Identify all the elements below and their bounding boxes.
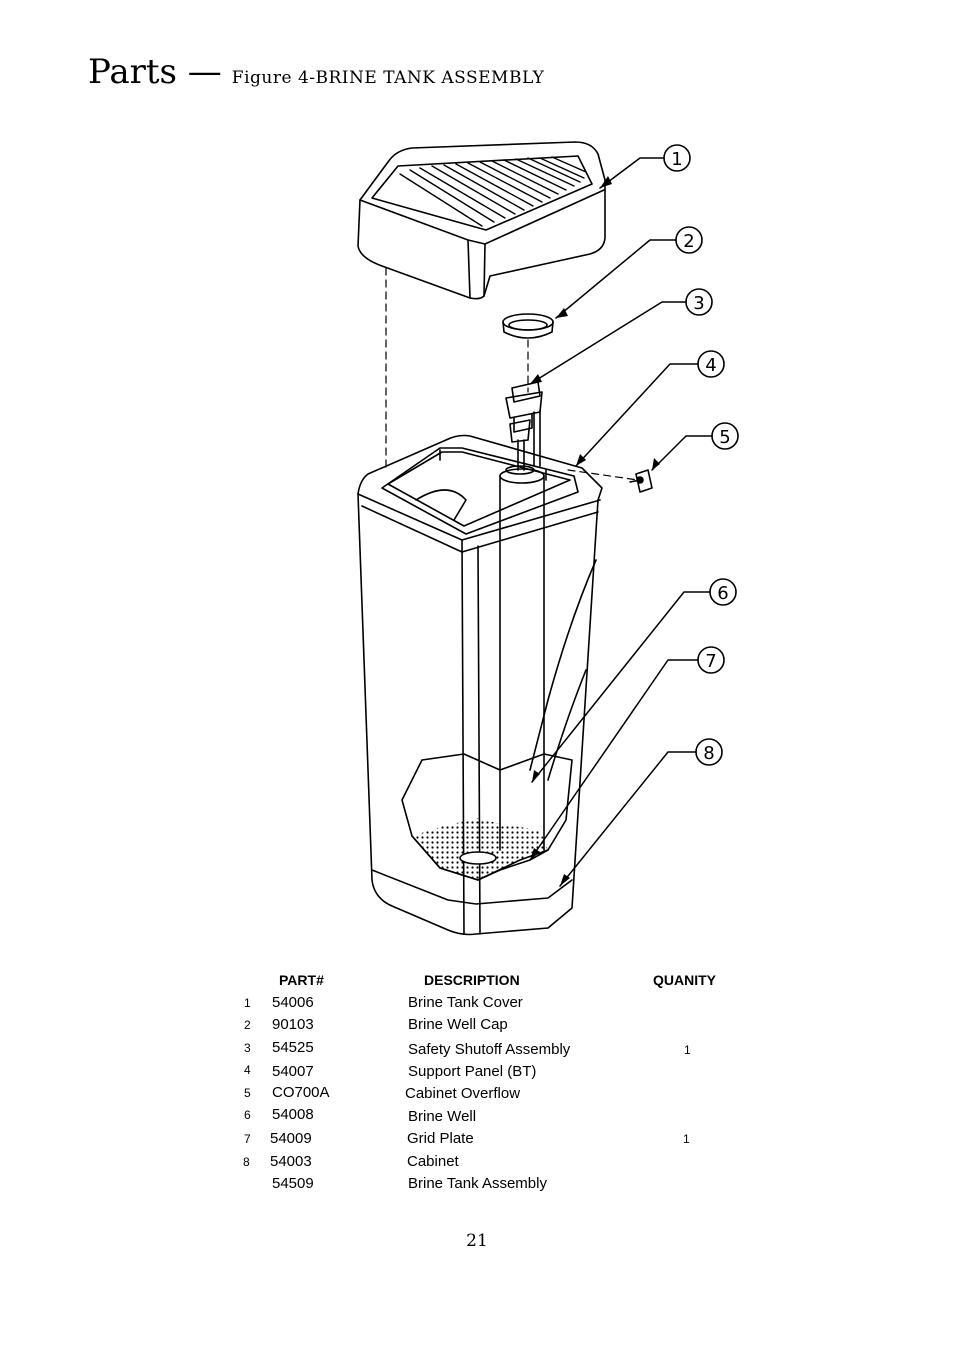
callout-leaders: [529, 157, 713, 887]
svg-text:5: 5: [719, 427, 730, 448]
part-number: 54006: [272, 994, 314, 1011]
grid-plate: [401, 753, 573, 881]
figure-caption: Figure 4-BRINE TANK ASSEMBLY: [231, 68, 545, 88]
row-number: 5: [244, 1086, 251, 1100]
callouts: 1 2 3 4 5 6 7 8: [663, 144, 739, 766]
svg-text:6: 6: [717, 583, 728, 604]
callout-arrowheads: [530, 176, 660, 886]
brine-well: [499, 465, 545, 851]
callout-1: 1: [663, 144, 691, 172]
part-number: 54525: [272, 1039, 314, 1056]
row-number: 6: [244, 1108, 251, 1122]
svg-text:4: 4: [705, 355, 716, 376]
row-number: 4: [244, 1063, 251, 1077]
row-number: 2: [244, 1018, 251, 1032]
part-number: 54003: [270, 1153, 312, 1170]
title-main: Parts —: [88, 52, 222, 92]
brine-well-cap: [502, 313, 554, 339]
brine-tank-cover: [357, 141, 606, 300]
row-number: 3: [244, 1041, 251, 1055]
safety-shutoff-assembly: [505, 381, 543, 471]
svg-text:7: 7: [705, 651, 716, 672]
part-number: 54009: [270, 1130, 312, 1147]
part-description: Brine Tank Assembly: [408, 1175, 547, 1192]
part-description: Grid Plate: [407, 1130, 474, 1147]
svg-text:2: 2: [683, 231, 694, 252]
row-number: 8: [243, 1155, 250, 1169]
callout-2: 2: [675, 226, 703, 254]
part-description: Brine Well Cap: [408, 1016, 508, 1033]
part-number: 54008: [272, 1106, 314, 1123]
svg-text:1: 1: [671, 149, 682, 170]
part-description: Support Panel (BT): [408, 1063, 537, 1080]
part-description: Cabinet: [407, 1153, 459, 1170]
page-title: Parts — Figure 4-BRINE TANK ASSEMBLY: [88, 52, 544, 92]
callout-6: 6: [709, 578, 737, 606]
svg-text:3: 3: [693, 293, 704, 314]
callout-4: 4: [697, 350, 725, 378]
part-number: 54509: [272, 1175, 314, 1192]
row-number: 1: [244, 996, 251, 1010]
header-part: PART#: [279, 972, 324, 988]
header-description: DESCRIPTION: [424, 972, 520, 988]
part-description: Safety Shutoff Assembly: [408, 1041, 571, 1058]
callout-8: 8: [695, 738, 723, 766]
part-quantity: 1: [683, 1132, 690, 1146]
part-number: CO700A: [272, 1084, 330, 1101]
callout-3: 3: [685, 288, 713, 316]
part-description: Cabinet Overflow: [405, 1085, 521, 1102]
part-number: 90103: [272, 1016, 314, 1033]
cabinet-overflow: [629, 469, 653, 493]
guide-lines: [385, 267, 639, 481]
part-number: 54007: [272, 1063, 314, 1080]
callout-7: 7: [697, 646, 725, 674]
callout-5: 5: [711, 422, 739, 450]
row-number: 7: [244, 1132, 251, 1146]
part-description: Brine Tank Cover: [408, 994, 523, 1011]
page-number: 21: [466, 1231, 488, 1251]
svg-text:8: 8: [703, 743, 714, 764]
part-quantity: 1: [684, 1043, 691, 1057]
header-quantity: QUANITY: [653, 972, 716, 988]
part-description: Brine Well: [408, 1108, 477, 1125]
